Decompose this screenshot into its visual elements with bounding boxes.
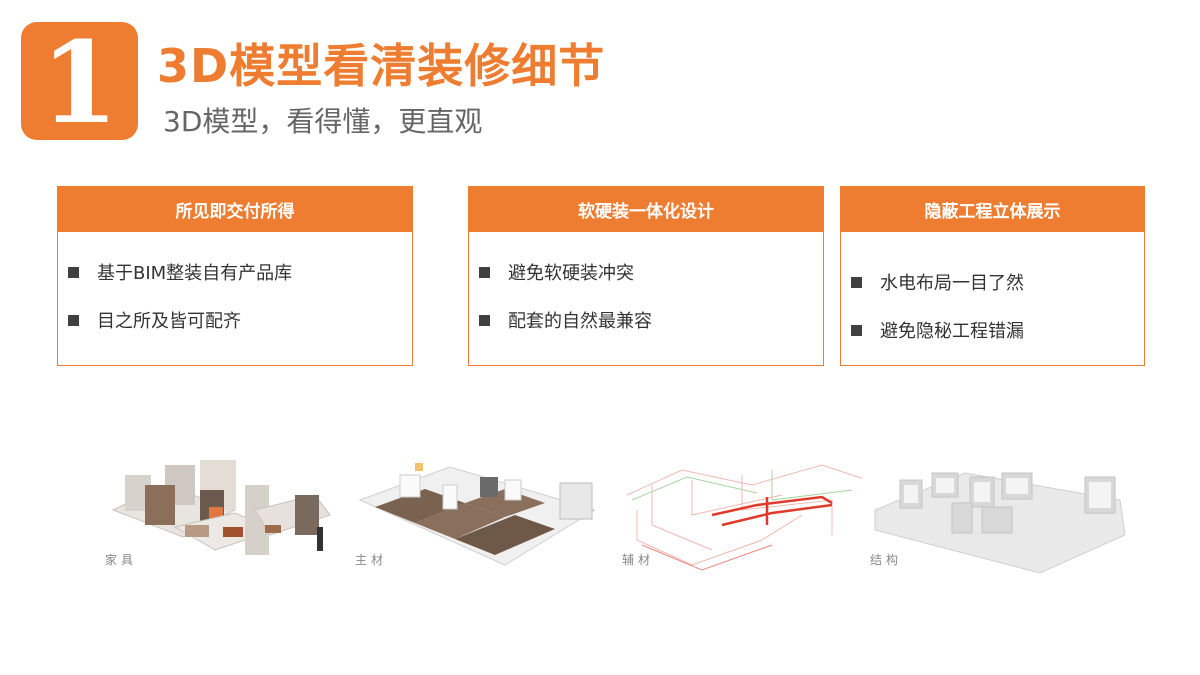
- model-label: 主材: [355, 553, 388, 567]
- furniture-model-image: [111, 460, 331, 555]
- feature-card-design: 软硬装一体化设计 避免软硬装冲突 配套的自然最兼容: [468, 186, 824, 366]
- square-bullet-icon: [851, 276, 862, 288]
- list-item: 目之所及皆可配齐: [68, 308, 412, 332]
- main-materials-model-image: [358, 463, 595, 566]
- list-item-text: 避免软硬装冲突: [508, 263, 634, 284]
- card-list: 避免软硬装冲突 配套的自然最兼容: [469, 232, 823, 332]
- model-auxiliary-materials: 辅材: [622, 455, 862, 590]
- list-item-text: 配套的自然最兼容: [508, 311, 652, 332]
- list-item-text: 目之所及皆可配齐: [97, 311, 241, 332]
- model-structure: 结构: [870, 455, 1130, 590]
- page-subtitle: 3D模型，看得懂，更直观: [163, 105, 483, 138]
- list-item: 基于BIM整装自有产品库: [68, 260, 412, 284]
- card-list: 基于BIM整装自有产品库 目之所及皆可配齐: [58, 232, 412, 332]
- model-furniture: 家具: [105, 455, 345, 590]
- auxiliary-materials-model-image: [626, 464, 862, 571]
- model-label: 结构: [870, 553, 903, 567]
- feature-card-delivery: 所见即交付所得 基于BIM整装自有产品库 目之所及皆可配齐: [57, 186, 413, 366]
- number-badge: 1: [21, 22, 138, 140]
- list-item: 水电布局一目了然: [851, 270, 1144, 294]
- square-bullet-icon: [479, 314, 490, 326]
- page-title: 3D模型看清装修细节: [157, 39, 606, 93]
- card-list: 水电布局一目了然 避免隐秘工程错漏: [841, 232, 1144, 342]
- model-label: 辅材: [622, 553, 655, 567]
- section-number: 1: [40, 18, 119, 149]
- list-item: 避免软硬装冲突: [479, 260, 823, 284]
- model-label: 家具: [105, 553, 138, 567]
- square-bullet-icon: [479, 266, 490, 278]
- card-title: 所见即交付所得: [58, 187, 412, 232]
- square-bullet-icon: [851, 324, 862, 336]
- card-title: 软硬装一体化设计: [469, 187, 823, 232]
- model-main-materials: 主材: [355, 455, 595, 590]
- list-item: 配套的自然最兼容: [479, 308, 823, 332]
- square-bullet-icon: [68, 266, 79, 278]
- feature-card-hidden-works: 隐蔽工程立体展示 水电布局一目了然 避免隐秘工程错漏: [840, 186, 1145, 366]
- list-item-text: 水电布局一目了然: [880, 273, 1024, 294]
- card-title: 隐蔽工程立体展示: [841, 187, 1144, 232]
- square-bullet-icon: [68, 314, 79, 326]
- list-item-text: 避免隐秘工程错漏: [880, 321, 1024, 342]
- structure-model-image: [874, 472, 1126, 574]
- list-item-text: 基于BIM整装自有产品库: [97, 263, 293, 284]
- list-item: 避免隐秘工程错漏: [851, 318, 1144, 342]
